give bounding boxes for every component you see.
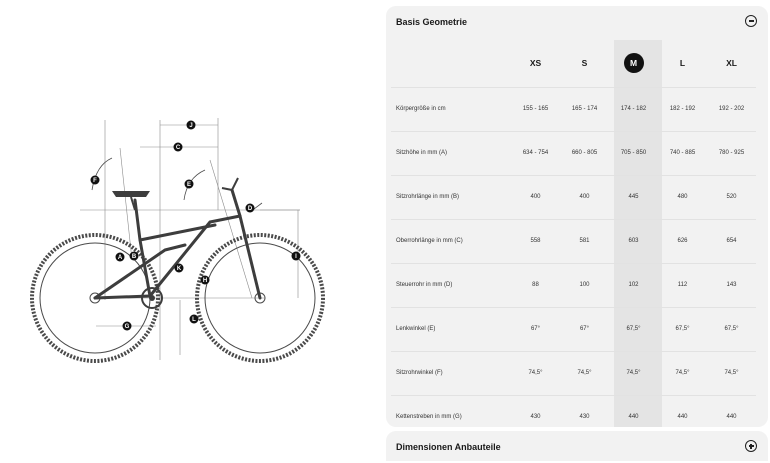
size-m[interactable]: M xyxy=(609,40,658,87)
table-cell: 67,5° xyxy=(626,326,641,332)
table-cell: 112 xyxy=(677,282,688,288)
table-row: Körpergröße in cm 155 - 165 165 - 174 17… xyxy=(391,87,756,131)
table-cell: 430 xyxy=(530,414,541,421)
table-row: Oberrohrlänge in mm (C) 558 581 603 626 … xyxy=(391,219,756,263)
table-cell: 440 xyxy=(726,414,737,421)
table-cell: 626 xyxy=(677,238,688,244)
table-cell: 74,5° xyxy=(675,370,690,376)
marker-a: A xyxy=(118,255,123,261)
table-cell: 780 - 925 xyxy=(718,150,745,156)
marker-k: K xyxy=(177,266,182,272)
row-label: Sitzrohrlänge in mm (B) xyxy=(396,194,460,200)
row-label: Körpergröße in cm xyxy=(396,106,446,112)
table-row: Steuerrohr in mm (D) 88 100 102 112 143 xyxy=(391,263,756,307)
row-label: Steuerrohr in mm (D) xyxy=(396,282,453,288)
marker-l: L xyxy=(192,317,196,323)
table-cell: 174 - 182 xyxy=(620,106,647,112)
table-cell: 192 - 202 xyxy=(718,106,745,112)
marker-g: G xyxy=(125,324,130,330)
size-xl[interactable]: XL xyxy=(726,58,737,69)
table-row: Sitzhöhe in mm (A) 634 - 754 660 - 805 7… xyxy=(391,131,756,175)
minus-circle-icon[interactable] xyxy=(745,15,757,27)
table-cell: 445 xyxy=(628,194,639,200)
size-m-selected-badge[interactable]: M xyxy=(623,53,644,74)
row-label: Sitzhöhe in mm (A) xyxy=(396,150,448,156)
marker-h: H xyxy=(203,278,207,284)
table-row: Kettenstreben in mm (G) 430 430 440 440 … xyxy=(391,395,756,427)
table-cell: 74,5° xyxy=(577,370,592,376)
table-row: Sitzrohrlänge in mm (B) 400 400 445 480 … xyxy=(391,175,756,219)
table-cell: 155 - 165 xyxy=(522,106,549,112)
bike-geometry-diagram: A B C D E F G H I J K L xyxy=(0,0,375,463)
table-cell: 603 xyxy=(628,238,639,244)
table-cell: 182 - 192 xyxy=(669,106,696,112)
table-cell: 520 xyxy=(726,194,737,200)
marker-b: B xyxy=(132,254,137,260)
table-cell: 67° xyxy=(530,326,541,332)
table-cell: 74,5° xyxy=(528,370,543,376)
table-cell: 440 xyxy=(677,414,688,421)
geometry-panel-title: Basis Geometrie xyxy=(396,17,468,27)
table-cell: 67° xyxy=(579,326,590,332)
geometry-panel-header[interactable]: Basis Geometrie xyxy=(386,6,768,38)
table-row: Lenkwinkel (E) 67° 67° 67,5° 67,5° 67,5° xyxy=(391,307,756,351)
table-cell: 430 xyxy=(579,414,590,421)
geometry-panel: Basis Geometrie XS S M L XL Körpergröße … xyxy=(386,6,768,427)
row-label: Lenkwinkel (E) xyxy=(396,326,436,332)
table-cell: 67,5° xyxy=(724,326,739,332)
table-cell: 102 xyxy=(628,282,639,288)
size-l[interactable]: L xyxy=(679,58,686,69)
table-cell: 440 xyxy=(628,414,639,421)
marker-e: E xyxy=(187,182,191,188)
table-cell: 705 - 850 xyxy=(620,150,647,156)
table-cell: 67,5° xyxy=(675,326,690,332)
table-cell: 74,5° xyxy=(724,370,739,376)
row-label: Oberrohrlänge in mm (C) xyxy=(396,238,463,244)
table-cell: 660 - 805 xyxy=(571,150,598,156)
marker-c: C xyxy=(176,145,181,151)
components-panel-header[interactable]: Dimensionen Anbauteile xyxy=(386,431,768,461)
size-header-spacer xyxy=(391,40,511,87)
selected-size-column xyxy=(614,40,662,427)
table-cell: 740 - 885 xyxy=(669,150,696,156)
row-label: Sitzrohrwinkel (F) xyxy=(396,370,443,376)
table-cell: 165 - 174 xyxy=(571,106,598,112)
table-cell: 74,5° xyxy=(626,370,641,376)
table-cell: 143 xyxy=(726,282,737,288)
size-s[interactable]: S xyxy=(581,58,588,69)
marker-d: D xyxy=(248,206,253,212)
table-cell: 634 - 754 xyxy=(522,150,549,156)
table-cell: 581 xyxy=(579,238,590,244)
components-panel-title: Dimensionen Anbauteile xyxy=(396,442,501,452)
table-cell: 558 xyxy=(530,238,541,244)
geometry-table: XS S M L XL Körpergröße in cm 155 - 165 … xyxy=(391,40,756,427)
size-xs[interactable]: XS xyxy=(529,58,542,69)
table-cell: 400 xyxy=(579,194,590,200)
marker-j: J xyxy=(189,123,192,129)
table-cell: 100 xyxy=(579,282,590,288)
plus-circle-icon[interactable] xyxy=(745,440,757,452)
table-cell: 480 xyxy=(677,194,688,200)
table-row: Sitzrohrwinkel (F) 74,5° 74,5° 74,5° 74,… xyxy=(391,351,756,395)
marker-i: I xyxy=(295,254,297,260)
table-cell: 654 xyxy=(726,238,737,244)
row-label: Kettenstreben in mm (G) xyxy=(396,414,462,421)
marker-f: F xyxy=(93,178,97,184)
bike-illustration: A B C D E F G H I J K L xyxy=(30,118,325,363)
size-header-row: XS S M L XL xyxy=(391,40,756,87)
table-cell: 88 xyxy=(532,282,539,288)
table-cell: 400 xyxy=(530,194,541,200)
